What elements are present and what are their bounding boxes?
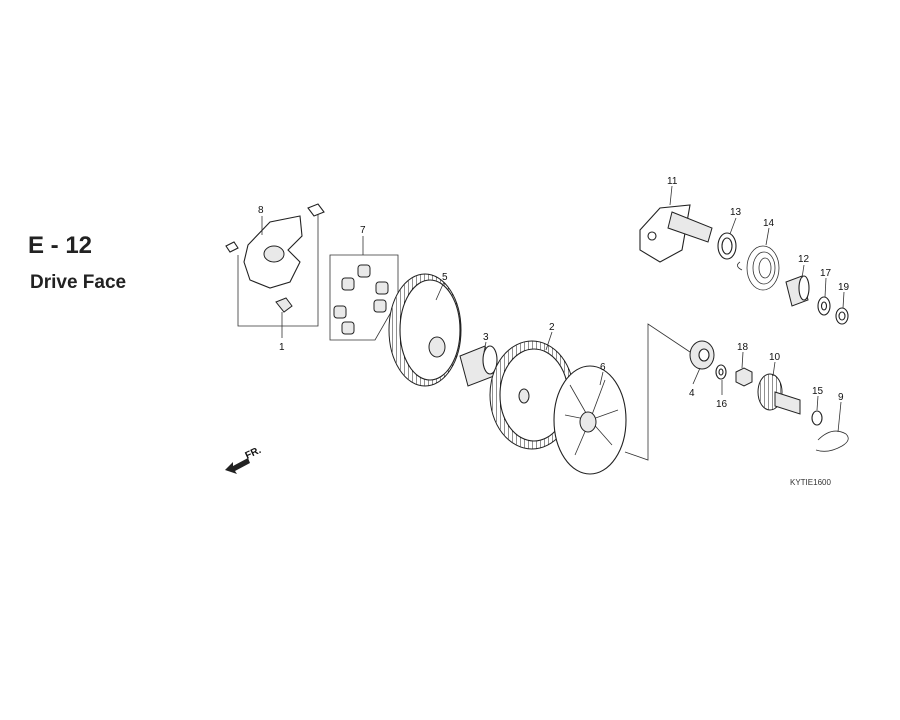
part-slide-piece-left (225, 241, 239, 253)
part-15-washer (811, 410, 823, 426)
leader-lines (261, 185, 845, 433)
callout-18: 18 (737, 342, 749, 353)
part-7-weight-rollers (333, 264, 389, 335)
part-1-slide-piece (275, 297, 293, 313)
callout-16: 16 (716, 399, 728, 410)
page-code: E - 12 (28, 232, 93, 259)
part-slide-piece-top (307, 203, 325, 217)
callout-9: 9 (838, 392, 844, 403)
part-16-washer (715, 364, 727, 380)
bracket-box-8 (237, 213, 319, 327)
part-3-drive-face-boss (459, 345, 498, 387)
part-14-return-spring (737, 245, 780, 291)
callout-4: 4 (689, 388, 695, 399)
callout-12: 12 (798, 254, 810, 265)
callout-10: 10 (769, 352, 781, 363)
part-19-circlip (835, 307, 849, 325)
callout-1: 1 (279, 342, 285, 353)
callout-8: 8 (258, 205, 264, 216)
part-6-drive-face-fan (553, 365, 627, 475)
diagram-reference-code: KYTIE1600 (790, 478, 831, 487)
part-18-nut (735, 367, 753, 387)
callout-2: 2 (549, 322, 555, 333)
part-17-washer (817, 296, 831, 316)
front-direction-label: FR. (244, 445, 263, 462)
callout-19: 19 (838, 282, 850, 293)
bracket-line-6 (624, 323, 691, 461)
front-direction-arrow-icon (225, 458, 250, 474)
part-9-spring-clip (815, 430, 849, 452)
callout-3: 3 (483, 332, 489, 343)
callout-5: 5 (442, 272, 448, 283)
callout-6: 6 (600, 362, 606, 373)
part-11-kick-spindle (639, 204, 713, 263)
callout-17: 17 (820, 268, 832, 279)
callout-7: 7 (360, 225, 366, 236)
part-2-drive-face-gear (489, 340, 575, 450)
bracket-box-7 (329, 254, 399, 341)
part-12-bush (785, 275, 810, 307)
page-title: Drive Face (30, 272, 127, 293)
part-10-starter-pinion (757, 373, 801, 415)
callout-15: 15 (812, 386, 824, 397)
part-8-ramp-plate (243, 215, 303, 289)
part-4-nut (689, 340, 715, 370)
part-5-movable-drive-face (388, 273, 462, 387)
callout-13: 13 (730, 207, 742, 218)
callout-11: 11 (667, 176, 678, 187)
part-13-washer (717, 232, 737, 260)
callout-14: 14 (763, 218, 775, 229)
